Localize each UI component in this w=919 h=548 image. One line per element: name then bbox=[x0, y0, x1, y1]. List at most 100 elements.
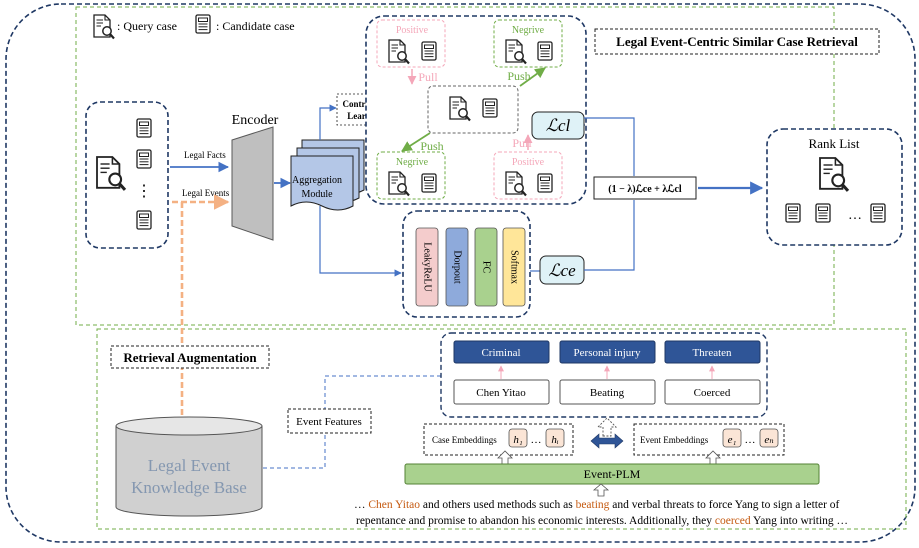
candidate-case-icon bbox=[537, 41, 553, 61]
hollow-up-arrow bbox=[596, 417, 618, 437]
combined-loss: (1 − λ)ℒce + λℒcl bbox=[608, 184, 682, 195]
main-title: Legal Event-Centric Similar Case Retriev… bbox=[616, 34, 858, 49]
event-features-label: Event Features bbox=[296, 416, 362, 428]
event-features-box bbox=[287, 408, 372, 434]
candidate-case-icon bbox=[421, 41, 437, 61]
input-candidate-icon bbox=[136, 149, 152, 169]
event-mention-label: Beating bbox=[590, 387, 625, 399]
kb-line2: Knowledge Base bbox=[131, 478, 247, 497]
query-case-icon bbox=[92, 13, 116, 40]
bidirectional-arrow bbox=[590, 433, 624, 449]
embedding-dots: … bbox=[745, 434, 756, 446]
lcl-to-combined bbox=[584, 117, 635, 176]
legal-events-label: Legal Events bbox=[182, 188, 230, 198]
push-label: Push bbox=[507, 69, 530, 83]
dropout-layer bbox=[445, 227, 469, 307]
negative-label: Negrive bbox=[512, 25, 545, 36]
positive-label: Positive bbox=[512, 157, 545, 168]
rank-list-title: Rank List bbox=[809, 136, 860, 151]
augmentation-title-box bbox=[110, 345, 270, 369]
embedding-token bbox=[722, 428, 742, 448]
push-label: Push bbox=[420, 139, 443, 153]
event-mention-beating bbox=[559, 379, 656, 405]
rank-candidate-icon bbox=[815, 203, 831, 223]
event-mention-chen-yitao bbox=[453, 379, 550, 405]
input-ellipsis: ⋮ bbox=[136, 183, 152, 200]
embedding-token bbox=[759, 428, 779, 448]
layer-label: Softmax bbox=[509, 250, 520, 284]
loss-cl: ℒcl bbox=[546, 116, 571, 135]
input-candidate-icon bbox=[136, 210, 152, 230]
case-embeddings-label: Case Embeddings bbox=[432, 435, 497, 445]
candidate-case-icon bbox=[482, 98, 498, 118]
event-embeddings-box bbox=[633, 423, 785, 456]
event-type-label: Criminal bbox=[481, 347, 520, 359]
case-text-line2: repentance and promise to abandon his ec… bbox=[356, 515, 848, 527]
legend-query-label: : Query case bbox=[117, 19, 177, 33]
legend-candidate-label: : Candidate case bbox=[216, 19, 295, 33]
fc-layer bbox=[474, 227, 498, 307]
hollow-up-arrow bbox=[497, 450, 513, 465]
to-classifier-arrow bbox=[319, 206, 402, 277]
knowledge-base-top bbox=[115, 416, 263, 436]
knowledge-base bbox=[115, 426, 263, 517]
input-candidate-icon bbox=[136, 118, 152, 138]
embedding-token-label: h₁ bbox=[513, 434, 523, 446]
aggregation-line2: Module bbox=[301, 189, 333, 200]
pull-label: Pull bbox=[418, 70, 438, 84]
contrastive-arrow bbox=[319, 104, 337, 140]
event-type-label: Personal injury bbox=[574, 347, 641, 359]
lce-to-combined bbox=[584, 200, 635, 271]
push-arrow bbox=[519, 67, 546, 87]
layer-label: Dorpout bbox=[452, 250, 463, 284]
event-type-threaten bbox=[664, 340, 761, 364]
event-type-criminal bbox=[453, 340, 550, 364]
embedding-token-label: eₙ bbox=[764, 434, 773, 446]
encoder-trapezoid bbox=[231, 126, 274, 241]
legal-facts-label: Legal Facts bbox=[184, 150, 226, 160]
event-plm-label: Event-PLM bbox=[584, 467, 641, 481]
augmentation-title: Retrieval Augmentation bbox=[123, 350, 257, 365]
event-mention-coerced bbox=[664, 379, 761, 405]
kb-line1: Legal Event bbox=[148, 456, 231, 475]
negative-label: Negrive bbox=[396, 157, 429, 168]
embedding-token bbox=[545, 428, 565, 448]
layer-label: LeakyReLU bbox=[422, 242, 433, 292]
combined-loss-box bbox=[593, 176, 697, 200]
case-text-line1: … Chen Yitao and others used methods suc… bbox=[354, 499, 840, 511]
layer-label: FC bbox=[481, 261, 492, 274]
aggregation-line1: Aggregation bbox=[292, 175, 342, 186]
event-plm-bar bbox=[404, 463, 820, 485]
leakyrelu-layer bbox=[415, 227, 439, 307]
aggregation-module bbox=[290, 155, 354, 211]
positive-label: Positive bbox=[396, 25, 429, 36]
push-arrow bbox=[401, 132, 431, 152]
event-type-personal-injury bbox=[559, 340, 656, 364]
augmentation-frame bbox=[96, 328, 907, 530]
embedding-dots: … bbox=[531, 434, 542, 446]
loss-cl-box bbox=[531, 111, 585, 140]
event-mention-label: Coerced bbox=[694, 387, 731, 399]
candidate-case-icon bbox=[195, 14, 211, 34]
loss-ce: ℒce bbox=[548, 261, 576, 280]
rank-ellipsis: … bbox=[848, 208, 862, 223]
event-type-label: Threaten bbox=[692, 347, 732, 359]
embedding-token-label: e₁ bbox=[728, 434, 737, 446]
event-embeddings-label: Event Embeddings bbox=[640, 435, 709, 445]
softmax-layer bbox=[502, 227, 526, 307]
rank-candidate-icon bbox=[785, 203, 801, 223]
hollow-up-arrow bbox=[705, 450, 721, 465]
event-mention-label: Chen Yitao bbox=[476, 387, 526, 399]
embedding-token bbox=[508, 428, 528, 448]
main-title-box bbox=[594, 28, 880, 55]
candidate-case-icon bbox=[421, 173, 437, 193]
pull-label: Pull bbox=[512, 136, 532, 150]
encoder-label: Encoder bbox=[232, 113, 279, 128]
candidate-case-icon bbox=[537, 173, 553, 193]
anchor-sample-box bbox=[427, 85, 519, 134]
contrastive-line1: Contrastive bbox=[343, 99, 388, 109]
rank-candidate-icon bbox=[870, 203, 886, 223]
outer-frame bbox=[5, 3, 916, 543]
hollow-up-arrow bbox=[592, 483, 610, 497]
